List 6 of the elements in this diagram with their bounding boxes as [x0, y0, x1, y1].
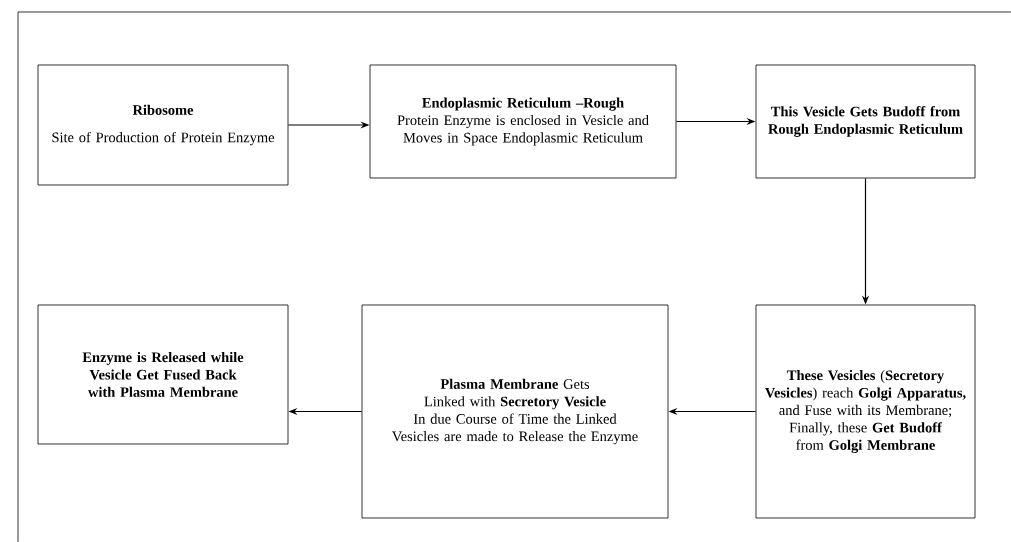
process-box: Ribosome Site of Production of Protein Enzyme: [37, 64, 289, 186]
process-box: Plasma Membrane Gets Linked with Secretory Vesicle In due Course of Time the Linked Vesicles are made to Release the Enzyme: [361, 304, 669, 519]
process-box: These Vesicles (Secretory Vesicles) reach Golgi Apparatus, and Fuse with its Membrane; Finally, these Get Budoff from Golgi Membrane: [755, 304, 976, 519]
process-box: Endoplasmic Reticulum –Rough Protein Enzyme is enclosed in Vesicle and Moves in Space Endoplasmic Reticulum: [369, 64, 677, 179]
process-box: Enzyme is Released while Vesicle Get Fused Back with Plasma Membrane: [37, 304, 289, 445]
process-box: This Vesicle Gets Budoff from Rough Endoplasmic Reticulum: [755, 64, 976, 179]
